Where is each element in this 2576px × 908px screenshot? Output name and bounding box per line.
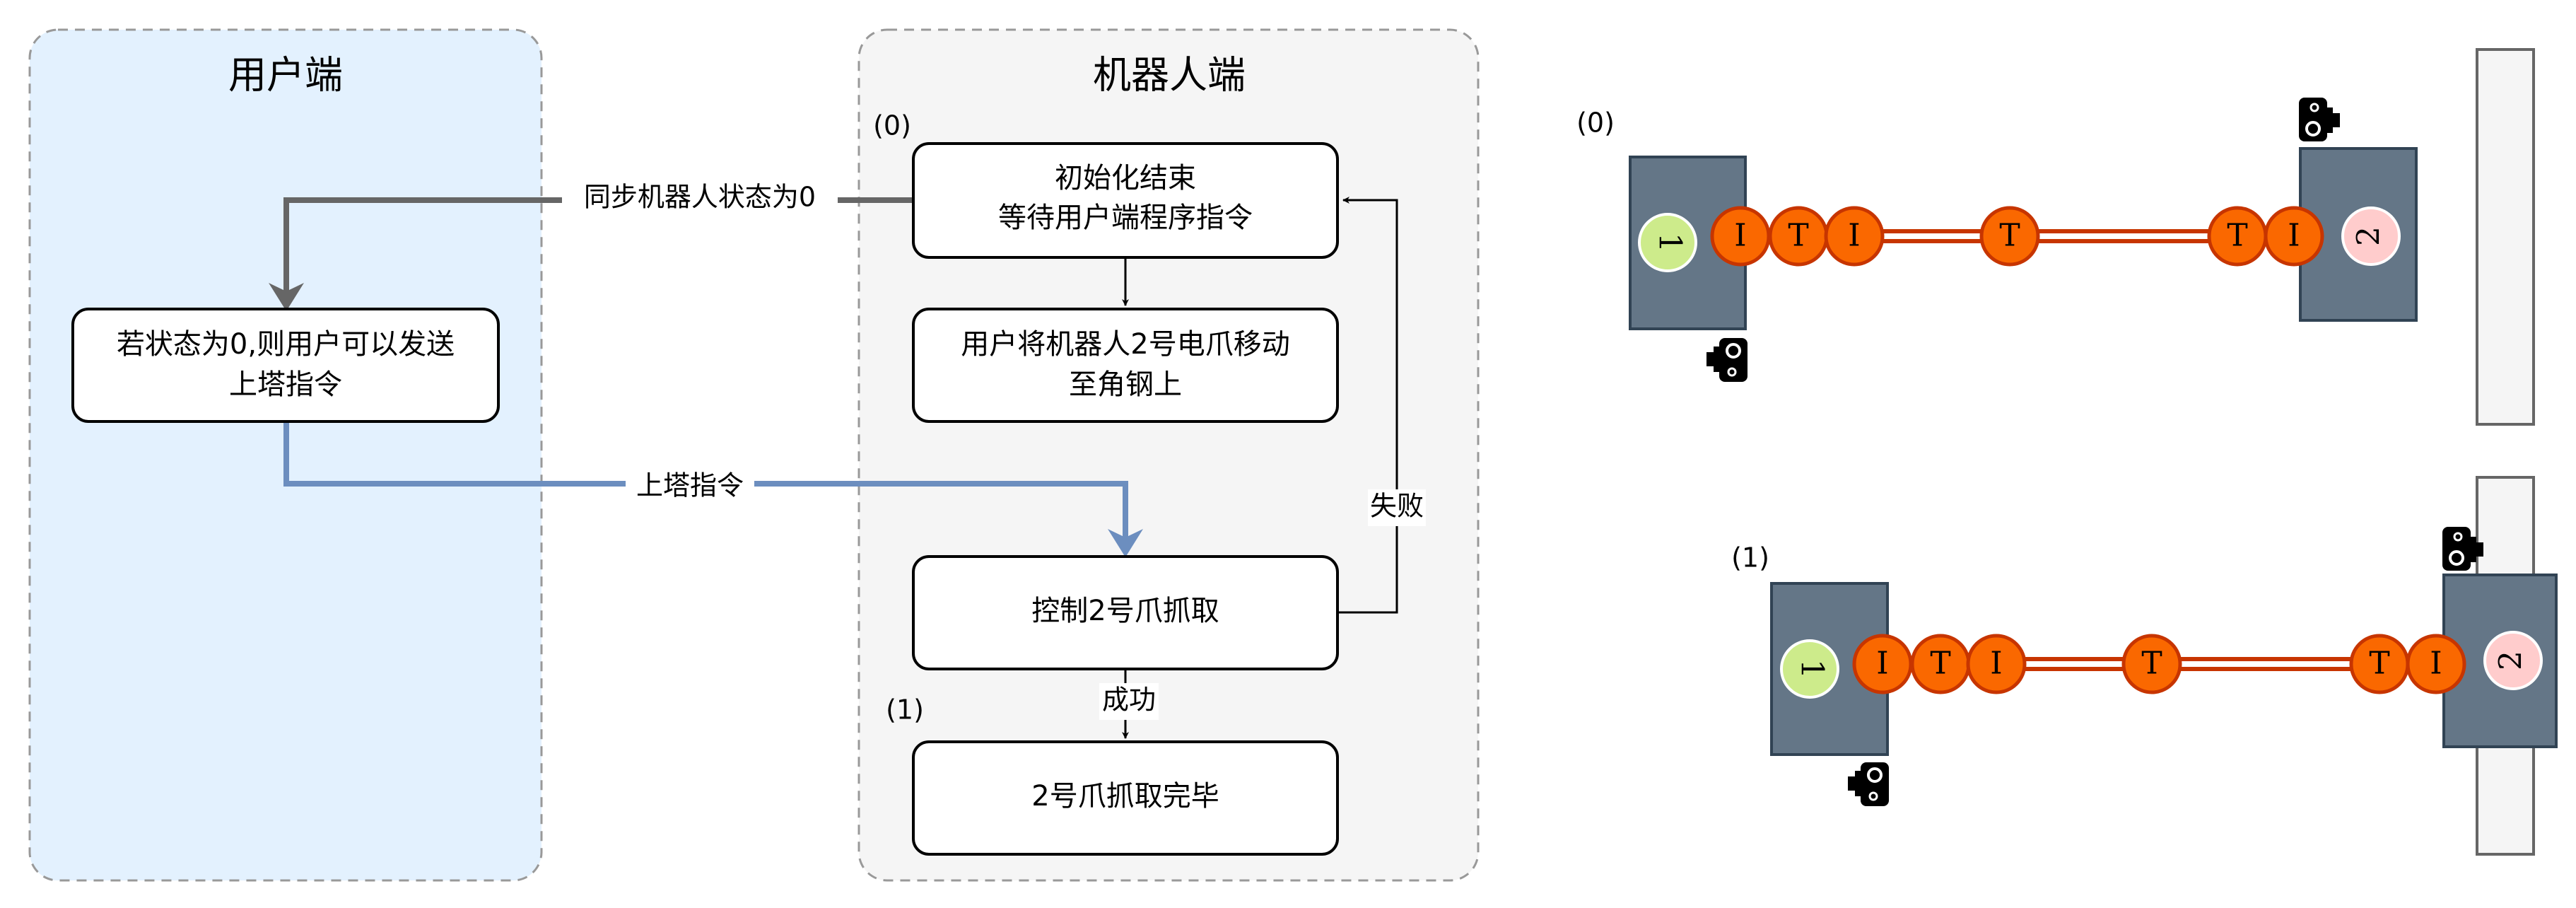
gripper-2: 2 — [2483, 631, 2543, 690]
joint-t: T — [2349, 634, 2410, 694]
joint-label: I — [1876, 646, 1888, 682]
gripper-1: 1 — [1780, 639, 1839, 699]
robot-view-0: (0) 1 2 I T I T T I — [1576, 48, 2535, 426]
state-1-label: (1) — [886, 694, 924, 726]
robot-view-1: (1) 1 2 I T I T T I — [1731, 476, 2558, 856]
joint-t: T — [2207, 206, 2268, 267]
box-done[interactable]: 2号爪抓取完毕 — [912, 740, 1339, 856]
edge-sync-label: 同步机器人状态为0 — [584, 182, 816, 213]
joint-i: I — [1710, 206, 1771, 267]
user-lane-title: 用户端 — [228, 53, 343, 98]
edge-fail: 失败 — [1337, 197, 1426, 614]
box-user-line1: 若状态为0,则用户可以发送 — [117, 328, 455, 361]
gripper-2: 2 — [2341, 206, 2401, 266]
joint-label: I — [1848, 218, 1860, 254]
joint-t: T — [2121, 634, 2182, 694]
box-done-text: 2号爪抓取完毕 — [1031, 780, 1219, 813]
box-init[interactable]: 初始化结束 等待用户端程序指令 — [912, 142, 1339, 259]
camera-icon — [1705, 337, 1749, 383]
joint-label: I — [2430, 646, 2442, 682]
gripper-1-label: 1 — [1652, 233, 1688, 252]
camera-icon — [2297, 96, 2341, 143]
joint-i: I — [2406, 634, 2466, 694]
joint-i: I — [2264, 206, 2324, 267]
joint-label: T — [1930, 646, 1950, 682]
edge-climb-label: 上塔指令 — [636, 470, 744, 501]
robot-lane-title: 机器人端 — [1093, 53, 1246, 98]
box-user-line2: 上塔指令 — [229, 368, 342, 401]
joint-i: I — [1966, 634, 2027, 694]
edge-success: 成功 — [1099, 669, 1159, 739]
joint-t: T — [1768, 206, 1829, 267]
joint-t: T — [1910, 634, 1971, 694]
camera-icon — [1846, 761, 1890, 808]
box-move-line2: 至角钢上 — [1069, 368, 1182, 401]
box-move[interactable]: 用户将机器人2号电爪移动 至角钢上 — [912, 308, 1339, 423]
joint-label: I — [1734, 218, 1746, 254]
joint-label: T — [1788, 218, 1808, 254]
joint-label: I — [2288, 218, 2300, 254]
gripper-1: 1 — [1638, 213, 1697, 272]
robot-view-1-label: (1) — [1731, 542, 1769, 574]
box-move-line1: 用户将机器人2号电爪移动 — [961, 328, 1289, 361]
joint-label: I — [1990, 646, 2002, 682]
box-grab[interactable]: 控制2号爪抓取 — [912, 555, 1339, 670]
box-init-line2: 等待用户端程序指令 — [998, 202, 1253, 234]
box-user[interactable]: 若状态为0,则用户可以发送 上塔指令 — [71, 308, 500, 423]
joint-label: T — [2227, 218, 2247, 254]
edge-success-label: 成功 — [1102, 685, 1156, 716]
box-grab-text: 控制2号爪抓取 — [1031, 595, 1219, 627]
edge-climb: 上塔指令 — [283, 421, 1143, 557]
edge-sync: 同步机器人状态为0 — [269, 180, 913, 311]
edge-fail-label: 失败 — [1370, 491, 1424, 522]
gripper-2-label: 2 — [2493, 651, 2529, 670]
joint-label: T — [2369, 646, 2389, 682]
box-init-line1: 初始化结束 — [1055, 162, 1196, 194]
joint-i: I — [1852, 634, 1913, 694]
wall — [2476, 48, 2535, 426]
joint-label: T — [2141, 646, 2162, 682]
joint-t: T — [1979, 206, 2040, 267]
gripper-1-label: 1 — [1794, 659, 1830, 679]
joint-label: T — [1999, 218, 2020, 254]
joint-i: I — [1824, 206, 1885, 267]
robot-view-0-label: (0) — [1576, 107, 1615, 139]
state-0-label: (0) — [873, 110, 911, 141]
gripper-2-label: 2 — [2351, 226, 2387, 246]
